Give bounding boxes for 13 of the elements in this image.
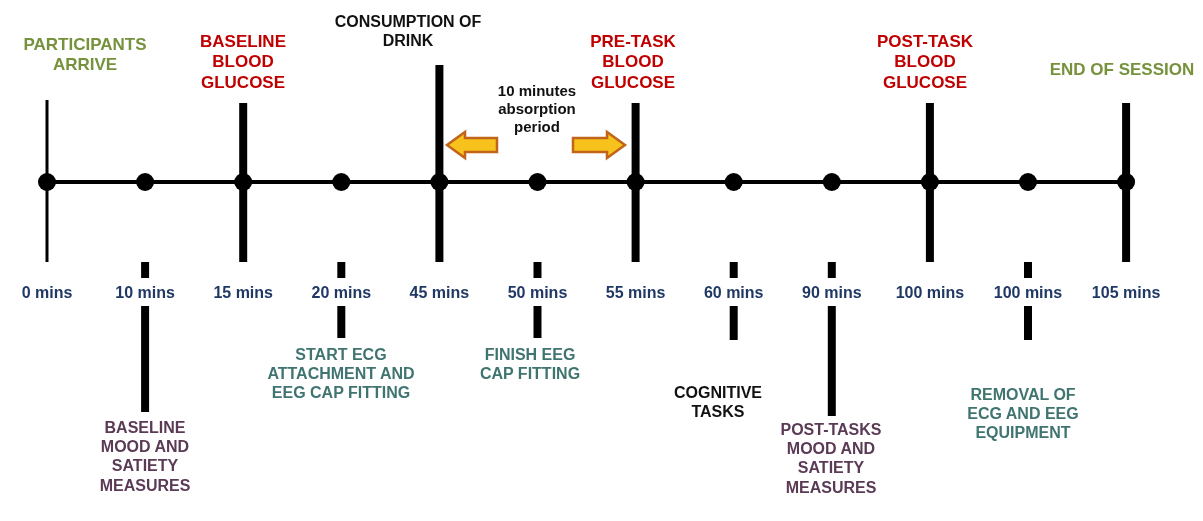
event-label: CONSUMPTION OF DRINK <box>333 12 483 51</box>
event-label: POST-TASKS MOOD AND SATIETY MEASURES <box>779 420 883 497</box>
event-label: BASELINE MOOD AND SATIETY MEASURES <box>98 418 192 495</box>
event-label: PRE-TASK BLOOD GLUCOSE <box>589 32 677 94</box>
event-label: REMOVAL OF ECG AND EEG EQUIPMENT <box>966 385 1080 443</box>
event-label: BASELINE BLOOD GLUCOSE <box>199 32 287 94</box>
event-label: FINISH EEG CAP FITTING <box>478 345 582 384</box>
event-label: END OF SESSION <box>1048 60 1196 81</box>
event-label: START ECG ATTACHMENT AND EEG CAP FITTING <box>266 345 416 403</box>
event-label: POST-TASK BLOOD GLUCOSE <box>876 32 974 94</box>
note-label: 10 minutes absorption period <box>496 82 578 136</box>
event-label: PARTICIPANTS ARRIVE <box>22 35 148 76</box>
event-label: COGNITIVE TASKS <box>673 383 763 422</box>
